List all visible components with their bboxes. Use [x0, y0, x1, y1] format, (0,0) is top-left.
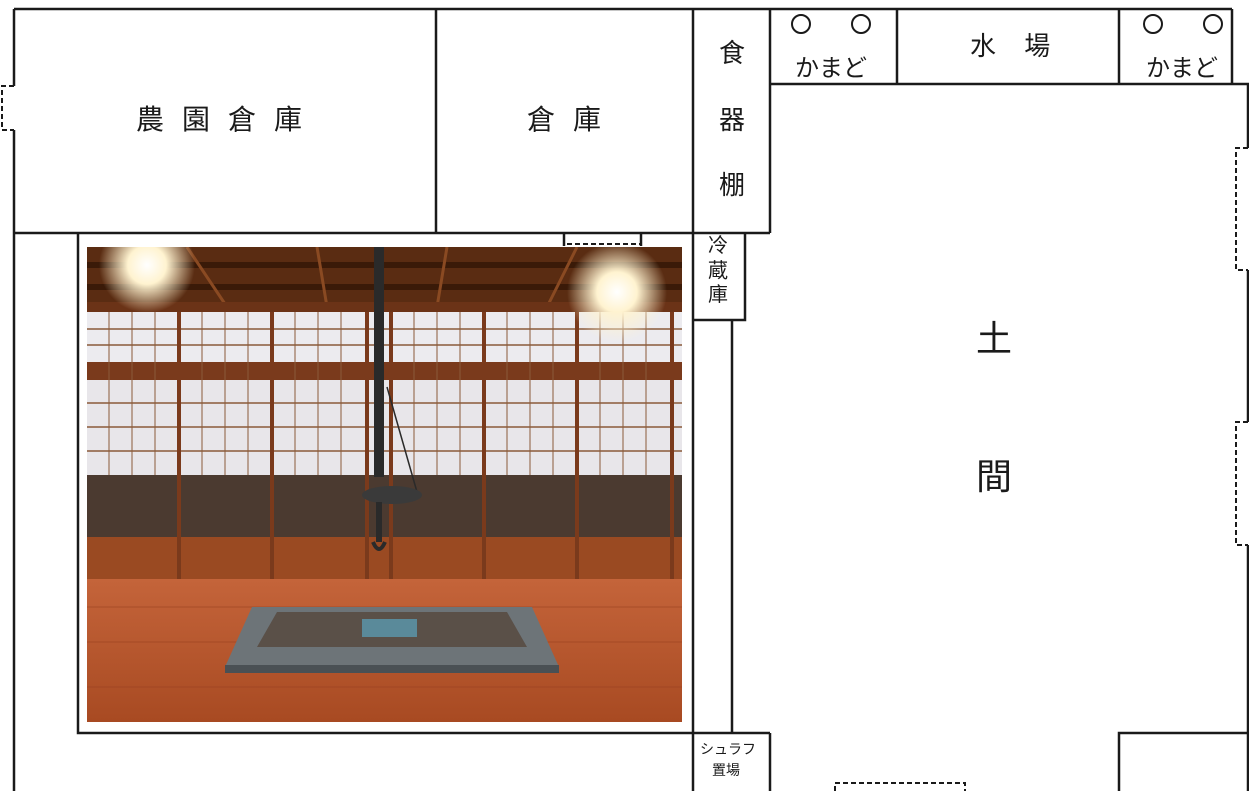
- fridge-label-2: 蔵: [708, 258, 728, 282]
- fridge-label-3: 庫: [708, 282, 728, 306]
- storage-label: 倉庫: [527, 103, 620, 136]
- bottom-right-room: [1117, 731, 1248, 791]
- farm-storage-label: 農園倉庫: [136, 103, 321, 136]
- irori-photo-illustration: [87, 247, 682, 722]
- right-door-dashed-upper: [1235, 147, 1248, 271]
- dish-shelf-label-3: 棚: [719, 171, 746, 201]
- right-door-dashed-lower: [1235, 421, 1248, 546]
- doma-label-2: 間: [976, 457, 1013, 498]
- burner-icon: [791, 14, 811, 34]
- dish-shelf-label-1: 食: [719, 39, 746, 69]
- doma-label-1: 土: [976, 319, 1013, 360]
- burner-icon: [851, 14, 871, 34]
- left-door-dashed: [1, 85, 14, 131]
- fridge-label-1: 冷: [708, 233, 728, 257]
- fridge-wall: [693, 233, 747, 322]
- burner-icon: [1143, 14, 1163, 34]
- irori-room-wall: [76, 233, 693, 735]
- irori-room-photo: [87, 247, 682, 722]
- water-area-label: 水 場: [970, 32, 1061, 62]
- burner-icon: [1203, 14, 1223, 34]
- kamado-right-label: かまど: [1146, 54, 1218, 82]
- sled-storage-label-1: シュラフ: [700, 742, 756, 758]
- kamado-left-label: かまど: [795, 54, 867, 82]
- bottom-door-dashed: [834, 782, 966, 791]
- sled-storage-label-2: 置場: [712, 763, 740, 779]
- right-wall-notch: [1232, 82, 1249, 148]
- dish-shelf-label-2: 器: [719, 106, 746, 136]
